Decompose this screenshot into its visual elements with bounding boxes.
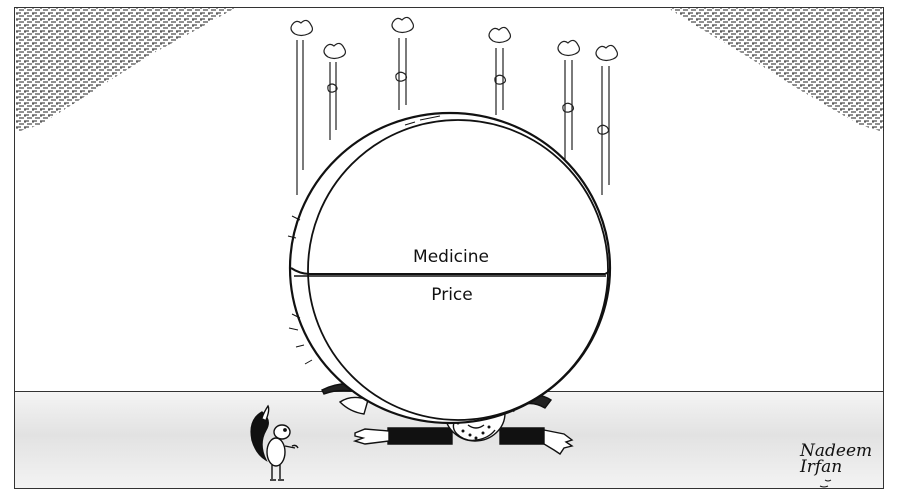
crowd-hatching-right xyxy=(668,8,884,132)
pill-bottom-label: Price xyxy=(431,285,473,305)
pill-top-label: Medicine xyxy=(413,247,489,267)
artist-signature: Nadeem Irfan xyxy=(800,441,873,477)
signature-flourish xyxy=(819,479,832,488)
pill-icon xyxy=(391,16,415,110)
pill-icon xyxy=(290,19,314,195)
pill-icon xyxy=(488,26,512,115)
pill-icon xyxy=(323,42,347,140)
crowd-hatching-left xyxy=(16,8,235,132)
pill-icon xyxy=(595,44,619,195)
giant-pill xyxy=(287,111,612,425)
pill-icon xyxy=(557,39,581,160)
squirrel-figure xyxy=(250,404,299,481)
falling-pills xyxy=(290,16,619,195)
